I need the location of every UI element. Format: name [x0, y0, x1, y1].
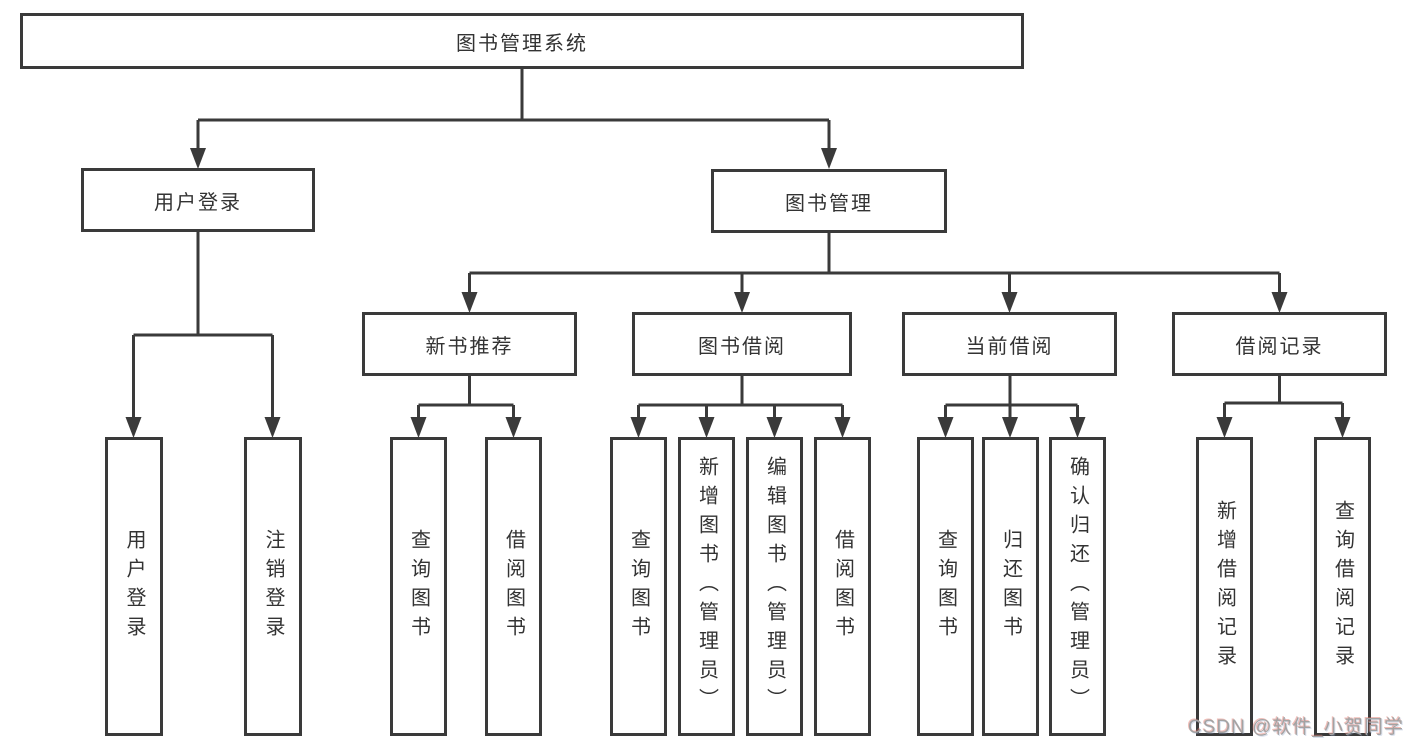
connector-book-mgmt-branch	[468, 233, 1281, 294]
connector-user-login-branch	[132, 232, 274, 419]
leaf-label: 查询图书	[627, 528, 650, 645]
leaf-label: 确认归还（管理员）	[1066, 456, 1089, 717]
leaf-label: 编辑图书（管理员）	[763, 456, 786, 717]
leaf-current-return-books: 归还图书	[982, 437, 1039, 736]
leaf-label: 查询图书	[934, 528, 957, 645]
leaf-borrowing-query-books: 查询图书	[610, 437, 667, 736]
leaf-logout: 注销登录	[244, 437, 302, 736]
connector-root-to-level2	[196, 69, 831, 150]
node-book-management: 图书管理	[711, 169, 947, 233]
leaf-borrowing-borrow-books: 借阅图书	[814, 437, 871, 736]
leaf-label: 新增图书（管理员）	[695, 456, 718, 717]
leaf-label: 用户登录	[123, 528, 145, 645]
leaf-newbook-borrow-books: 借阅图书	[485, 437, 542, 736]
leaf-record-add-borrow-record: 新增借阅记录	[1196, 437, 1253, 736]
connector-borrow-record-branch	[1223, 376, 1344, 419]
node-borrowing-records: 借阅记录	[1172, 312, 1387, 376]
node-system-root: 图书管理系统	[20, 13, 1024, 69]
leaf-label: 新增借阅记录	[1213, 499, 1236, 674]
leaf-user-login: 用户登录	[105, 437, 163, 736]
leaf-label: 查询图书	[407, 528, 430, 645]
node-current-borrowing: 当前借阅	[902, 312, 1117, 376]
leaf-record-query-borrow-record: 查询借阅记录	[1314, 437, 1371, 736]
connector-current-borrow-branch	[944, 376, 1079, 419]
csdn-watermark: CSDN @软件_小贺同学	[1188, 717, 1404, 738]
leaf-newbook-query-books: 查询图书	[390, 437, 447, 736]
arrowheads	[125, 148, 1351, 438]
leaf-borrowing-add-books-admin: 新增图书（管理员）	[678, 437, 735, 736]
connector-book-borrow-branch	[637, 376, 844, 419]
connector-new-book-branch	[417, 376, 515, 419]
node-new-book-recommend: 新书推荐	[362, 312, 577, 376]
leaf-current-query-books: 查询图书	[917, 437, 974, 736]
leaf-current-confirm-return-admin: 确认归还（管理员）	[1049, 437, 1106, 736]
node-book-borrowing: 图书借阅	[632, 312, 852, 376]
leaf-borrowing-edit-books-admin: 编辑图书（管理员）	[746, 437, 803, 736]
leaf-label: 查询借阅记录	[1331, 499, 1354, 674]
leaf-label: 借阅图书	[831, 528, 854, 645]
leaf-label: 归还图书	[999, 528, 1022, 645]
node-user-login: 用户登录	[81, 168, 315, 232]
leaf-label: 注销登录	[262, 528, 284, 645]
leaf-label: 借阅图书	[502, 528, 525, 645]
